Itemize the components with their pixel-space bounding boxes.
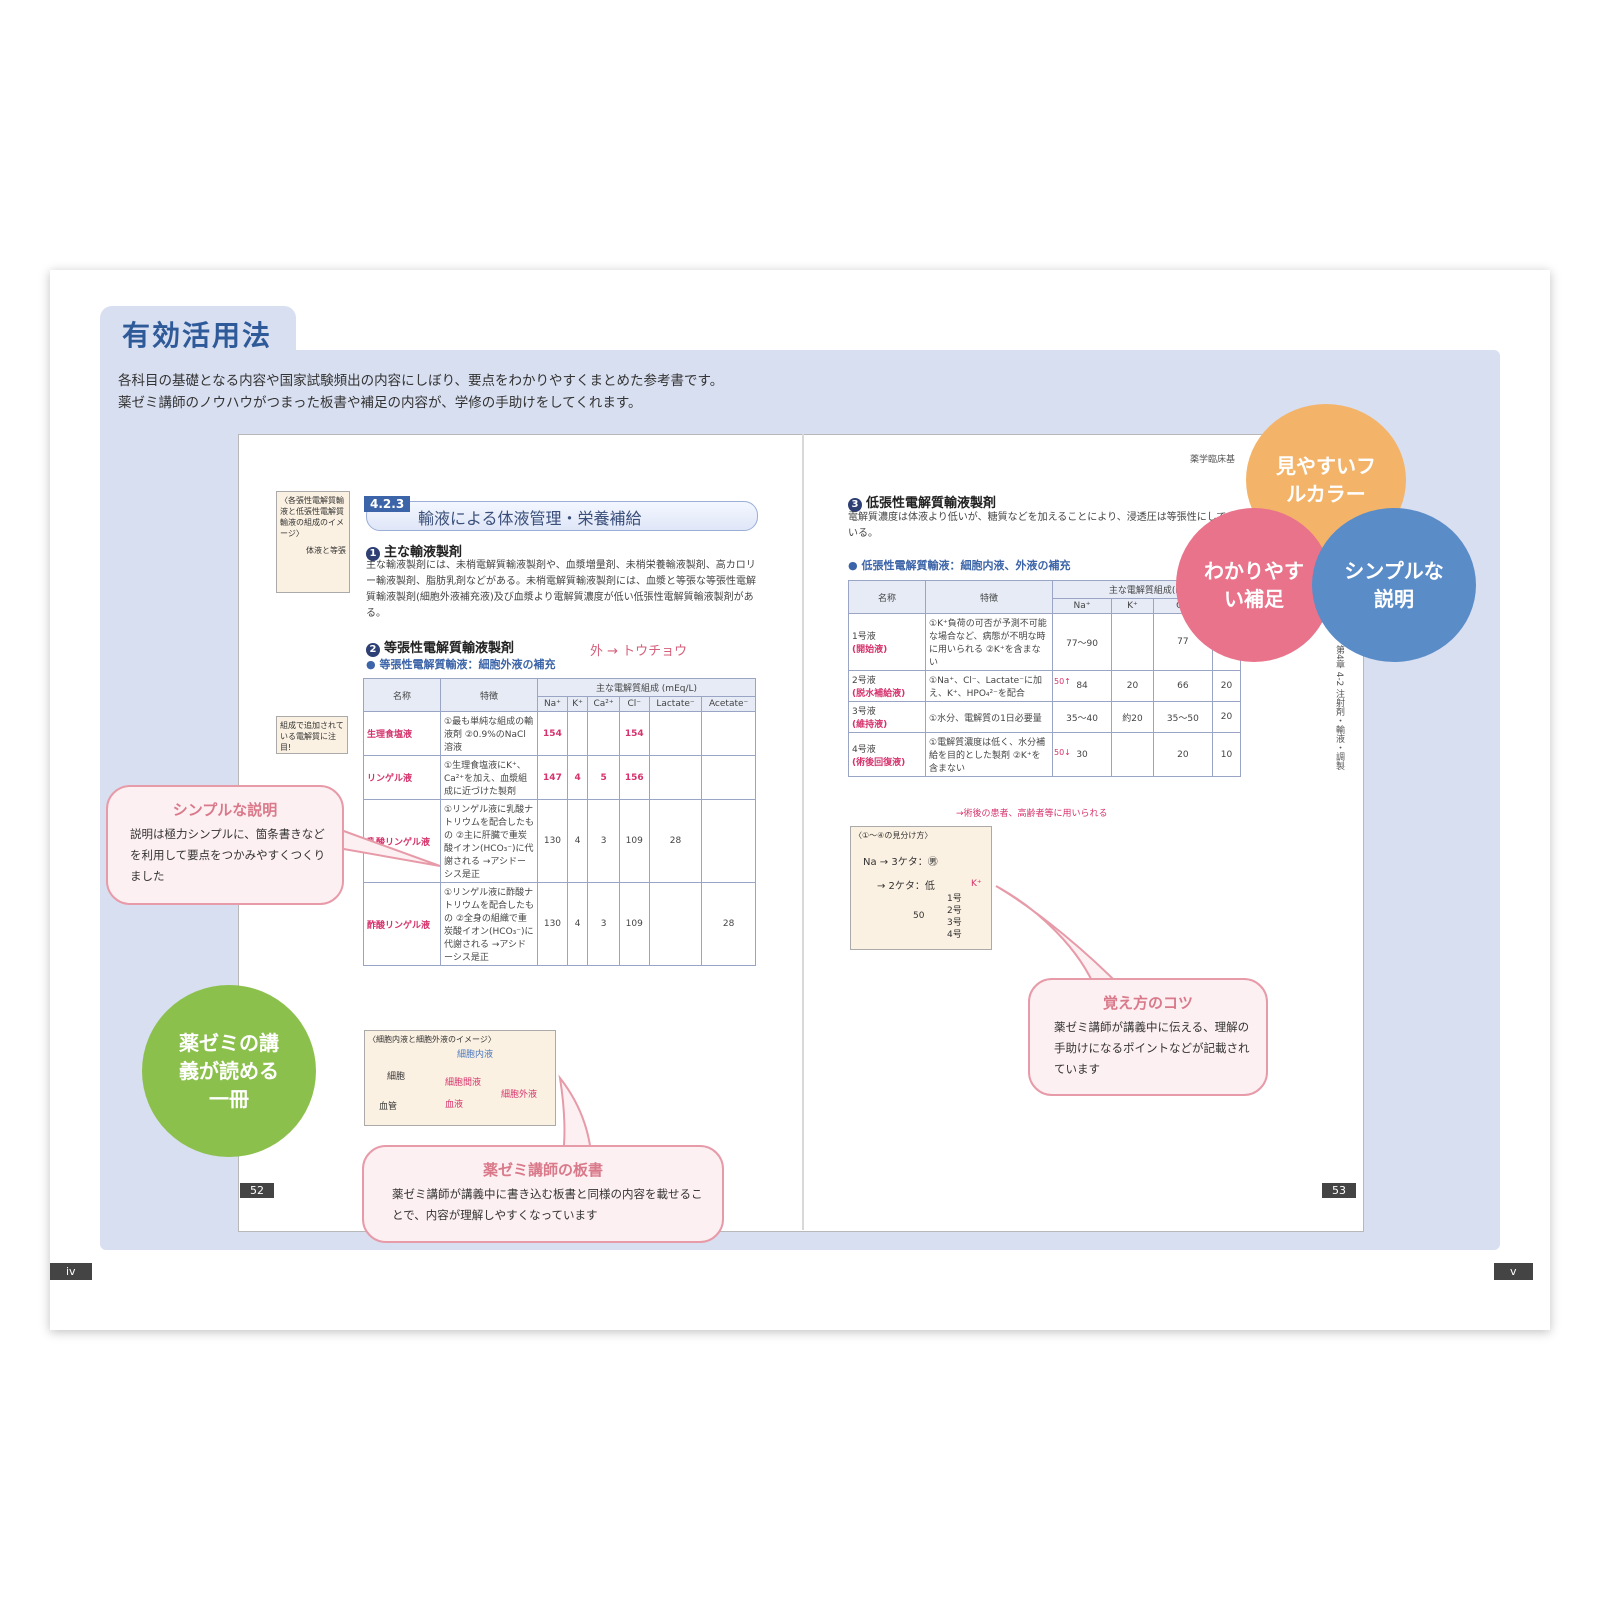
connector-tips [995, 885, 1127, 991]
feature-cell: ①電解質濃度は低く、水分補給を目的とした製剤 ②K⁺を含まない [925, 732, 1053, 777]
drug-name-cell: 3号液(維持液) [848, 701, 926, 733]
value-cell: 156 [618, 755, 650, 800]
handwriting-gai: 外 → トウチョウ [590, 644, 688, 659]
value-cell [701, 755, 756, 800]
value-cell: 109 [618, 799, 650, 883]
value-cell: 10 [1211, 732, 1242, 777]
value-cell: 30 [1051, 732, 1113, 777]
section-number: 4.2.3 [364, 496, 411, 512]
value-cell: 35〜40 [1051, 701, 1113, 733]
intro-text: 各科目の基礎となる内容や国家試験頻出の内容にしぼり、要点をわかりやすくまとめた参… [118, 373, 724, 411]
feature-cell: ①生理食塩液にK⁺、Ca²⁺を加え、血漿組成に近づけた製剤 [440, 755, 538, 800]
subheader-cell: K⁺ [566, 696, 589, 712]
value-cell: 3 [587, 882, 620, 966]
subheader-cell: Acetate⁻ [701, 696, 756, 712]
value-cell: 109 [618, 882, 650, 966]
value-cell: 77〜90 [1051, 613, 1113, 671]
drug-alias: (脱水補給液) [852, 689, 906, 699]
callout-simple: シンプルな説明 説明は極力シンプルに、箇条書きなどを利用して要点をつかみやすくつ… [106, 785, 344, 905]
note-distinguish: 〈①〜④の見分け方〉 Na → 3ケタ：㊚ → 2ケタ：低 1号 2号 3号 4… [850, 826, 992, 950]
value-cell [648, 711, 703, 756]
col-name: 名称 [363, 678, 441, 712]
note-added-electrolytes: 組成で追加されている電解質に注目! [276, 716, 348, 754]
value-cell [701, 711, 756, 756]
value-cell [701, 799, 756, 883]
chapter-side-label: 第4章 4-2 注射剤・輸液・調製 [1334, 645, 1344, 771]
feature-circle-supplement: わかりやすい補足 [1176, 508, 1332, 662]
feature-cell: ①Na⁺、Cl⁻、Lactate⁻に加え、K⁺、HPO₄²⁻を配合 [925, 670, 1053, 702]
callout-tips: 覚え方のコツ 薬ゼミ講師が講義中に伝える、理解の手助けになるポイントなどが記載さ… [1028, 978, 1268, 1096]
section-header-bar [366, 501, 758, 531]
value-cell: 84 [1051, 670, 1113, 702]
page-number-left: 52 [240, 1183, 274, 1198]
drug-alias: (開始液) [852, 645, 888, 655]
main-infusion-text: 主な輸液製剤には、未梢電解質輸液製剤や、血漿増量剤、未梢栄養輸液製剤、高カロリー… [366, 560, 756, 619]
pin-icon: ● [366, 658, 376, 671]
drug-name-cell: 4号液(術後回復液) [848, 732, 926, 777]
connector-simple [329, 825, 441, 867]
page-number-right: 53 [1322, 1183, 1356, 1198]
drug-name-cell: 1号液(開始液) [848, 613, 926, 671]
value-cell: 154 [618, 711, 650, 756]
running-head: 薬学臨床基 [1190, 455, 1236, 465]
page-badge-left: iv [50, 1263, 92, 1280]
subheader-cell: Lactate⁻ [648, 696, 703, 712]
drug-alias: (術後回復液) [852, 757, 906, 768]
drug-name-cell: リンゲル液 [363, 755, 441, 800]
note-composition: 〈各張性電解質輸液と低張性電解質輸液の組成のイメージ〉 体液と等張 [276, 491, 350, 593]
section-title: 輸液による体液管理・栄養補給 [418, 509, 642, 528]
note-cell-fluid: 〈細胞内液と細胞外液のイメージ〉 細胞内液 細胞間液 血液 細胞外液 細胞 血管 [364, 1030, 556, 1126]
feature-cell: ①リンゲル液に酢酸ナトリウムを配合したもの ②全身の組織で重炭酸イオン(HCO₃… [440, 882, 538, 966]
value-cell: 154 [537, 711, 568, 756]
value-cell: 5 [587, 755, 620, 800]
title-tab [100, 306, 296, 356]
isotonic-table: 名称 特徴 主な電解質組成 (mEq/L) Na⁺K⁺Ca²⁺Cl⁻Lactat… [363, 678, 756, 966]
pin-icon: ● [848, 559, 858, 572]
value-cell [587, 711, 620, 756]
feature-circle-simple: シンプルな説明 [1312, 508, 1476, 662]
value-cell: 4 [566, 799, 589, 883]
value-cell: 3 [587, 799, 620, 883]
drug-alias: (維持液) [852, 720, 888, 730]
subheader-cell: Na⁺ [537, 696, 568, 712]
page-badge-right: v [1494, 1263, 1533, 1280]
page-title: 有効活用法 [122, 319, 273, 352]
feature-cell: ①リンゲル液に乳酸ナトリウムを配合したもの ②主に肝臓で重炭酸イオン(HCO₃⁻… [440, 799, 538, 883]
isotonic-subheading: ● 等張性電解質輸液：細胞外液の補充 [366, 658, 556, 671]
page-gutter [802, 434, 804, 1230]
table-row: 1号液(開始液)①K⁺負荷の可否が予測不可能な場合など、病態が不明な時に用いられ… [848, 613, 1242, 671]
value-cell: 28 [701, 882, 756, 966]
hypotonic-table: 名称 特徴 主な電解質組成(m Na⁺K⁺Cl⁻ 1号液(開始液)①K⁺負荷の可… [848, 580, 1242, 777]
value-cell: 約20 [1111, 701, 1154, 733]
col-feature: 特徴 [440, 678, 538, 712]
value-cell [648, 755, 703, 800]
annotation-post-op: →術後の患者、高齢者等に用いられる [956, 809, 1108, 819]
hypotonic-subheading: ● 低張性電解質輸液：細胞内液、外液の補充 [848, 559, 1071, 572]
value-cell: 20 [1152, 732, 1213, 777]
isotonic-table-wrap: 名称 特徴 主な電解質組成 (mEq/L) Na⁺K⁺Ca²⁺Cl⁻Lactat… [363, 678, 756, 966]
subheader-cell: K⁺ [1111, 598, 1154, 614]
hypotonic-table-wrap: 名称 特徴 主な電解質組成(m Na⁺K⁺Cl⁻ 1号液(開始液)①K⁺負荷の可… [848, 580, 1242, 777]
drug-name-cell: 酢酸リンゲル液 [363, 882, 441, 966]
value-cell: 28 [648, 799, 703, 883]
subheader-cell: Ca²⁺ [587, 696, 620, 712]
callout-board: 薬ゼミ講師の板書 薬ゼミ講師が講義中に書き込む板書と同様の内容を載せることで、内… [362, 1145, 724, 1243]
col-composition: 主な電解質組成 (mEq/L) [537, 678, 756, 697]
annotation-50-up: 50↑ [1054, 677, 1071, 686]
feature-circle-lecture: 薬ゼミの講義が読める一冊 [142, 985, 316, 1157]
annotation-50-down: 50↓ [1054, 748, 1071, 757]
hypotonic-text: 電解質濃度は体液より低いが、糖質などを加えることにより、浸透圧は等張性にしている… [848, 512, 1227, 539]
value-cell: 4 [566, 882, 589, 966]
value-cell: 20 [1211, 670, 1242, 702]
value-cell: 35〜50 [1152, 701, 1213, 733]
table-row: 4号液(術後回復液)①電解質濃度は低く、水分補給を目的とした製剤 ②K⁺を含まな… [848, 732, 1242, 777]
